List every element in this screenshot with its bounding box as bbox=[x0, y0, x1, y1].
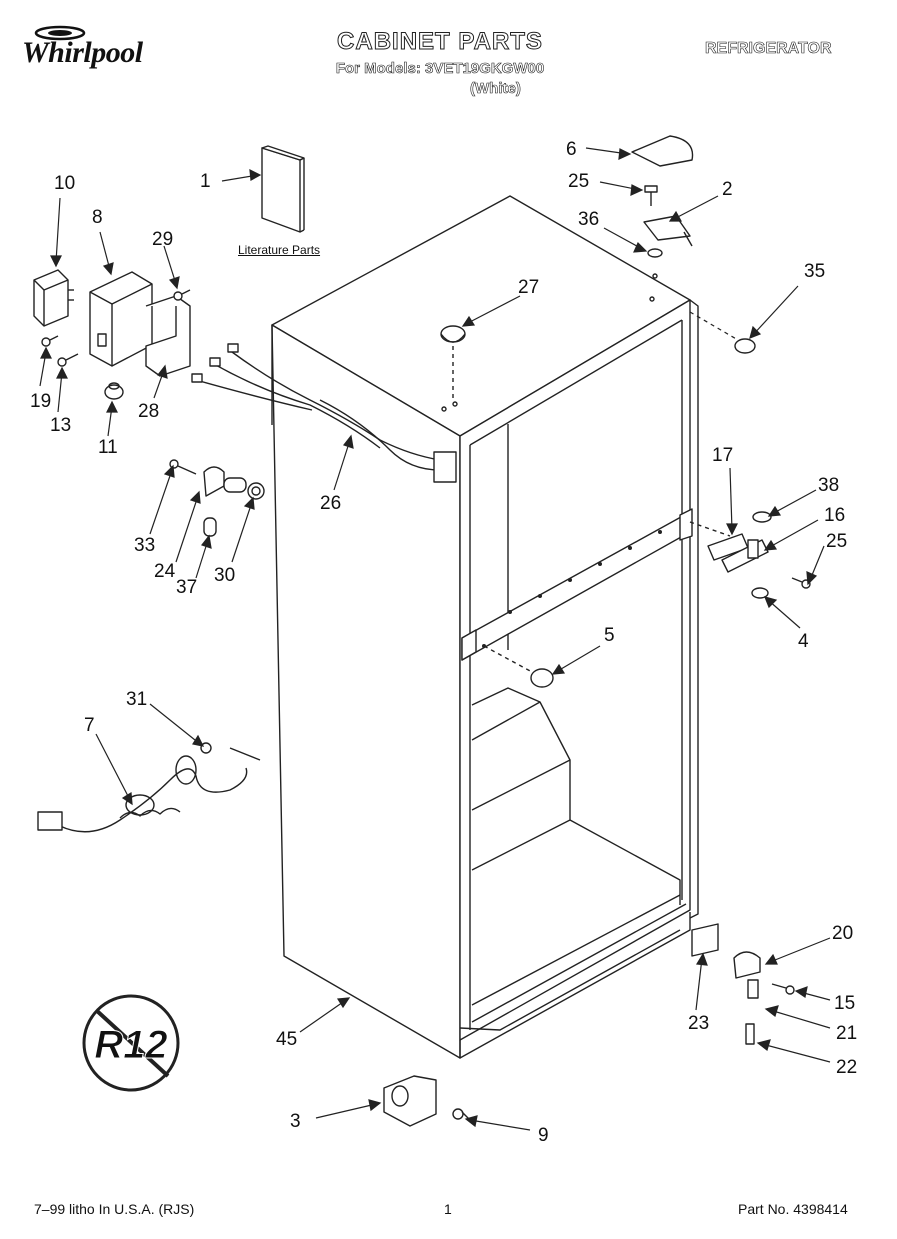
callout-25-top: 25 bbox=[568, 171, 590, 192]
callout-22: 22 bbox=[836, 1057, 858, 1078]
literature-book bbox=[261, 145, 305, 233]
callout-29: 29 bbox=[152, 229, 174, 250]
callout-9: 9 bbox=[538, 1125, 549, 1146]
callout-28: 28 bbox=[138, 401, 160, 422]
r12-label: R12 bbox=[94, 1023, 167, 1067]
callout-33: 33 bbox=[134, 535, 156, 556]
callout-35: 35 bbox=[804, 261, 826, 282]
callout-24: 24 bbox=[154, 561, 176, 582]
callout-19: 19 bbox=[30, 391, 52, 412]
footer-part-number: Part No. 4398414 bbox=[738, 1201, 848, 1217]
callout-13: 13 bbox=[50, 415, 72, 436]
brand-name: Whirlpool bbox=[22, 36, 143, 69]
footer-print-info: 7–99 litho In U.S.A. (RJS) bbox=[34, 1201, 195, 1217]
callout-7: 7 bbox=[84, 715, 95, 736]
wire-harness bbox=[191, 343, 457, 483]
relay-part bbox=[33, 269, 74, 327]
refrigerator-cabinet bbox=[271, 195, 699, 1059]
r12-prohibited-icon bbox=[82, 994, 180, 1092]
callout-25-hinge: 25 bbox=[826, 531, 848, 552]
callout-11: 11 bbox=[98, 437, 118, 458]
callout-5: 5 bbox=[604, 625, 615, 646]
callout-37: 37 bbox=[176, 577, 198, 598]
callout-30: 30 bbox=[214, 565, 236, 586]
callout-4: 4 bbox=[798, 631, 809, 652]
whirlpool-logo: Whirlpool bbox=[22, 25, 143, 70]
callout-20: 20 bbox=[832, 923, 854, 944]
callout-3: 3 bbox=[290, 1111, 301, 1132]
callout-17: 17 bbox=[712, 445, 734, 466]
callout-45: 45 bbox=[276, 1029, 298, 1050]
callout-27: 27 bbox=[518, 277, 540, 298]
screw-set bbox=[41, 289, 191, 367]
callout-8: 8 bbox=[92, 207, 103, 228]
power-cord bbox=[37, 742, 261, 833]
footer-page-number: 1 bbox=[444, 1201, 452, 1217]
callout-38: 38 bbox=[818, 475, 840, 496]
color-line: (White) bbox=[470, 80, 521, 98]
callout-16: 16 bbox=[824, 505, 846, 526]
divider-bar bbox=[461, 508, 693, 661]
appliance-category: REFRIGERATOR bbox=[705, 40, 832, 58]
callout-21: 21 bbox=[836, 1023, 858, 1044]
callout-23: 23 bbox=[688, 1013, 710, 1034]
callout-1: 1 bbox=[200, 171, 211, 192]
callout-2: 2 bbox=[722, 179, 733, 200]
callout-31: 31 bbox=[126, 689, 148, 710]
literature-parts-label: Literature Parts bbox=[238, 243, 321, 257]
models-line: For Models: 3VET19GKGW00 bbox=[335, 60, 545, 78]
callout-36: 36 bbox=[578, 209, 600, 230]
control-box-part bbox=[89, 271, 153, 367]
callout-10: 10 bbox=[54, 173, 76, 194]
callout-26: 26 bbox=[320, 493, 342, 514]
callout-15: 15 bbox=[834, 993, 856, 1014]
callout-6: 6 bbox=[566, 139, 577, 160]
logo-swirl-icon bbox=[34, 25, 86, 41]
page-title: CABINET PARTS bbox=[337, 28, 543, 56]
leader-arrows bbox=[39, 147, 831, 1131]
